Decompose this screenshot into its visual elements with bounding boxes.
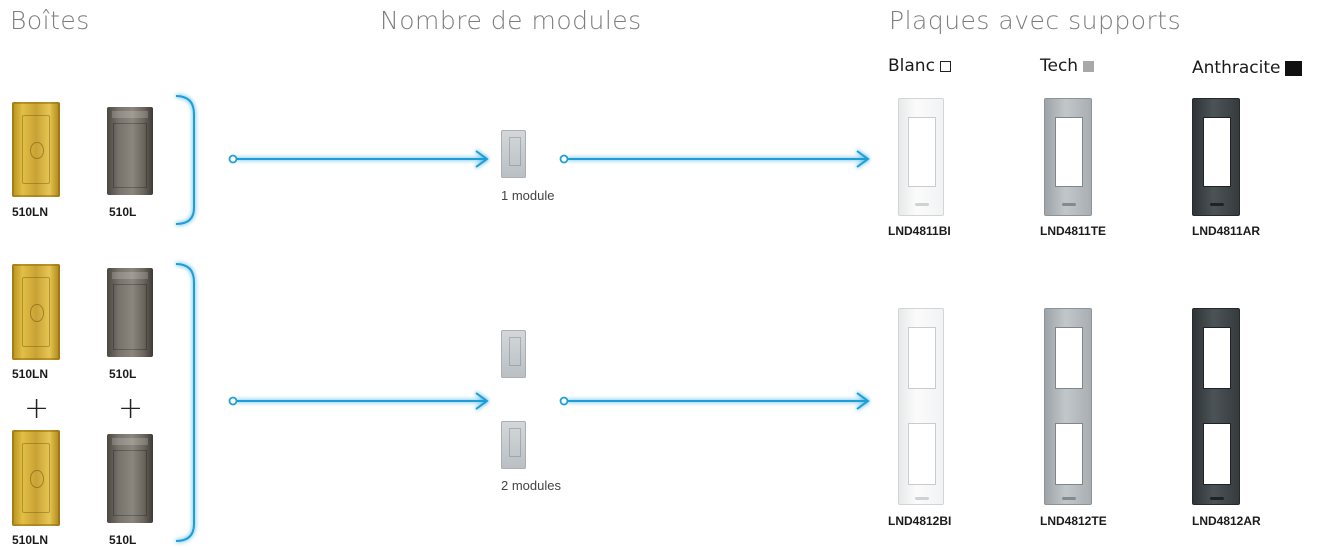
modules-column-title: Nombre de modules xyxy=(380,6,642,35)
color-label-anthracite: Anthracite xyxy=(1192,58,1281,78)
plate-blanc-2-modules xyxy=(898,308,944,505)
white-swatch-icon xyxy=(939,60,951,72)
box-code: 510LN xyxy=(12,367,49,381)
color-header-tech: Tech xyxy=(1040,56,1095,76)
box-510l-image xyxy=(107,107,153,195)
plate-code: LND4812BI xyxy=(888,514,952,528)
box-510l-image xyxy=(107,434,153,523)
arrow-start-dot xyxy=(228,154,238,164)
plus-sign: + xyxy=(24,391,50,426)
brace-row1 xyxy=(175,95,195,225)
arrow-start-dot xyxy=(559,396,569,406)
plate-code: LND4811BI xyxy=(888,224,951,238)
brace-row2 xyxy=(175,263,195,542)
module-count-label: 1 module xyxy=(501,188,555,203)
module-image xyxy=(501,130,526,178)
boxes-column-title: Boîtes xyxy=(10,6,90,35)
plates-column-title: Plaques avec supports xyxy=(889,6,1182,35)
plate-code: LND4812AR xyxy=(1192,514,1261,528)
arrow-start-dot xyxy=(228,396,238,406)
box-code: 510LN xyxy=(12,205,49,219)
box-code: 510L xyxy=(109,367,137,381)
plate-code: LND4812TE xyxy=(1040,514,1107,528)
box-510l-image xyxy=(107,268,153,357)
plate-code: LND4811TE xyxy=(1040,224,1107,238)
plate-code: LND4811AR xyxy=(1192,224,1261,238)
module-image xyxy=(501,421,526,469)
grey-swatch-icon xyxy=(1083,60,1095,72)
color-header-blanc: Blanc xyxy=(888,56,951,76)
module-count-label: 2 modules xyxy=(501,478,561,493)
plus-sign: + xyxy=(118,391,144,426)
plate-anthracite-2-modules xyxy=(1192,308,1240,505)
box-code: 510LN xyxy=(12,533,49,547)
plate-tech-1-module xyxy=(1044,98,1092,216)
black-swatch-icon xyxy=(1285,60,1303,76)
arrow-start-dot xyxy=(559,154,569,164)
plate-blanc-1-module xyxy=(898,98,944,216)
box-510ln-image xyxy=(12,430,60,526)
plate-tech-2-modules xyxy=(1044,308,1092,505)
box-510ln-image xyxy=(12,102,60,197)
color-header-anthracite: Anthracite xyxy=(1192,58,1303,78)
color-label-tech: Tech xyxy=(1040,56,1079,76)
module-image xyxy=(501,330,526,378)
plate-anthracite-1-module xyxy=(1192,98,1240,216)
box-code: 510L xyxy=(109,205,137,219)
color-label-blanc: Blanc xyxy=(888,56,935,76)
box-510ln-image xyxy=(12,264,60,360)
box-code: 510L xyxy=(109,533,137,547)
